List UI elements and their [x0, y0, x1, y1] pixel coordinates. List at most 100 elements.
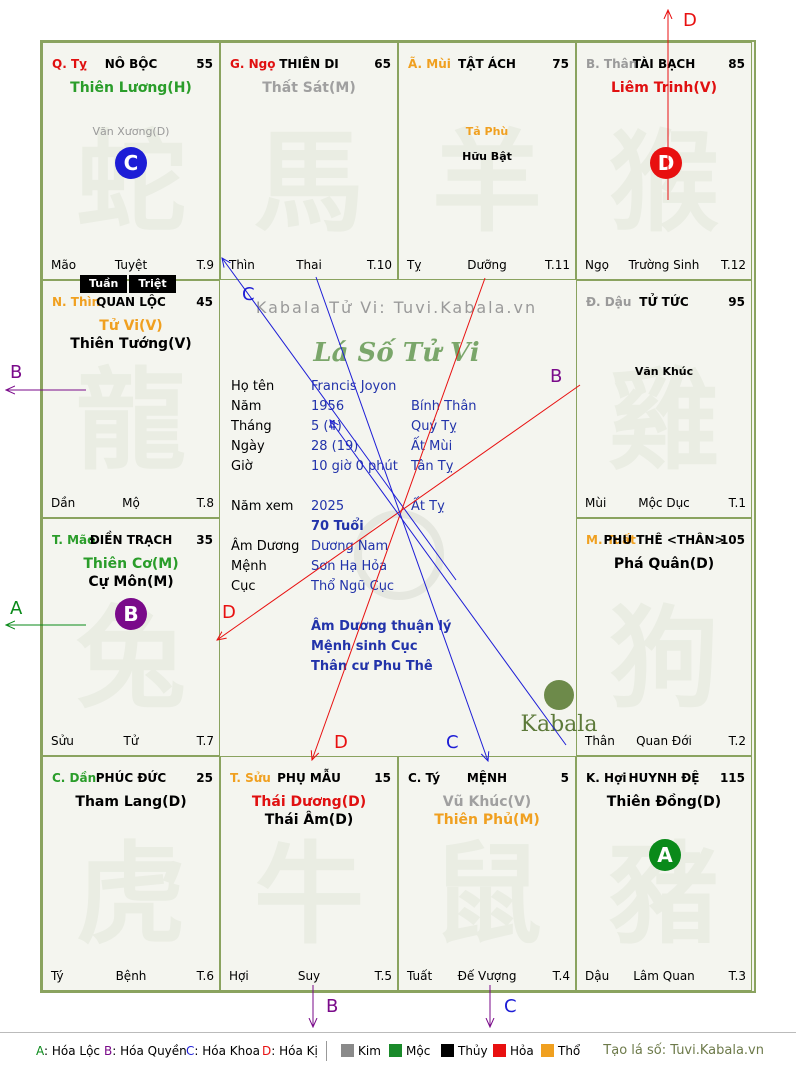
palace-age: 5 — [560, 771, 569, 785]
legend-element: Kim — [341, 1044, 381, 1058]
minor-star: Văn Khúc — [634, 365, 694, 378]
footer-stage: Quan Đới — [636, 734, 692, 748]
major-stars: Thiên Đồng(D) — [577, 793, 751, 811]
major-star: Thiên Phủ(M) — [434, 812, 540, 828]
footer-period: T.3 — [728, 969, 746, 983]
mutagen-marker: A — [649, 839, 681, 871]
arrow-label: D — [334, 732, 348, 753]
zodiac-watermark: 雞 — [609, 356, 719, 485]
info-value-can-chi: Quý Tỵ — [411, 419, 457, 434]
zodiac-watermark: 蛇 — [76, 118, 186, 247]
footer-period: T.7 — [196, 734, 214, 748]
info-value: 10 giờ 0 phút — [311, 459, 398, 474]
footer-branch: Sửu — [51, 734, 74, 748]
palace-name: THIÊN DI — [279, 57, 339, 71]
major-stars: Phá Quân(D) — [577, 555, 751, 573]
info-value: 2025 — [311, 499, 345, 514]
major-stars: Thiên Lương(H) — [43, 79, 219, 97]
palace-age: 25 — [196, 771, 213, 785]
footer-period: T.11 — [545, 258, 570, 272]
palace-branch: C. Dần — [52, 771, 97, 785]
major-star: Thái Âm(D) — [264, 812, 354, 828]
palace-branch: K. Hợi — [586, 771, 627, 785]
info-key: Họ tên — [231, 379, 275, 394]
major-star: Thất Sát(M) — [262, 80, 356, 96]
major-stars: Liêm Trinh(V) — [577, 79, 751, 97]
major-stars: Thái Dương(D) Thái Âm(D) — [221, 793, 397, 829]
zodiac-watermark: 狗 — [609, 594, 719, 723]
palace-name: HUYNH ĐỆ — [628, 771, 700, 785]
element-swatch — [389, 1044, 402, 1057]
major-star: Tham Lang(D) — [75, 794, 187, 810]
element-swatch — [341, 1044, 354, 1057]
info-value-can-chi: Bính Thân — [411, 399, 477, 414]
major-stars: Thiên Cơ(M)Cự Môn(M) — [43, 555, 219, 591]
palace-name: ĐIỀN TRẠCH — [89, 533, 173, 547]
minor-star: Hữu Bật — [462, 150, 512, 163]
info-value: Sơn Hạ Hỏa — [311, 559, 388, 574]
footer-period: T.2 — [728, 734, 746, 748]
info-key: Mệnh — [231, 559, 267, 574]
legend-label: : Hóa Quyền — [112, 1044, 187, 1058]
palace-branch: C. Tý — [408, 771, 441, 785]
element-label: Thổ — [558, 1044, 581, 1058]
footer-stage: Lâm Quan — [633, 969, 695, 983]
element-label: Hỏa — [510, 1044, 534, 1058]
arrow-label: B — [550, 366, 563, 387]
info-key: Cục — [231, 579, 256, 594]
legend-divider — [326, 1041, 327, 1061]
palace-name: PHU THÊ <THÂN> — [603, 533, 725, 547]
footer-stage: Đế Vượng — [457, 969, 517, 983]
footer-period: T.9 — [196, 258, 214, 272]
footer-stage: Dưỡng — [467, 258, 507, 272]
footer-period: T.8 — [196, 496, 214, 510]
credit-link[interactable]: Tạo lá số: Tuvi.Kabala.vn — [603, 1043, 764, 1058]
mutagen-marker: C — [115, 147, 147, 179]
minor-star: Văn Xương(D) — [92, 125, 170, 138]
info-key: Giờ — [231, 459, 253, 474]
legend-mutagen: D: Hóa Kị — [262, 1044, 318, 1058]
info-value-can-chi: Ất Tỵ — [411, 499, 445, 514]
legend-key: A — [36, 1044, 44, 1058]
minor-star: Tả Phù — [465, 125, 509, 138]
footer-period: T.12 — [721, 258, 746, 272]
element-label: Kim — [358, 1044, 381, 1058]
info-value: Thổ Ngũ Cục — [311, 579, 395, 594]
legend-mutagen: A: Hóa Lộc — [36, 1044, 100, 1058]
legend-element: Mộc — [389, 1044, 430, 1058]
palace-branch: N. Thìn — [52, 295, 101, 309]
major-star: Tử Vi(V) — [99, 318, 163, 334]
zodiac-watermark: 龍 — [76, 356, 186, 485]
palace-name: PHÚC ĐỨC — [95, 771, 167, 785]
element-swatch — [541, 1044, 554, 1057]
major-star: Thái Dương(D) — [251, 794, 367, 810]
palace-name: NÔ BỘC — [104, 57, 158, 71]
info-value: 28 (19) — [311, 439, 359, 454]
footer-stage: Mộ — [122, 496, 140, 510]
info-value-can-chi: Ất Mùi — [411, 439, 453, 454]
footer-stage: Tử — [123, 734, 139, 748]
footer-branch: Tý — [51, 969, 64, 983]
legend-element: Thổ — [541, 1044, 580, 1058]
palace-branch: G. Ngọ — [230, 57, 276, 71]
